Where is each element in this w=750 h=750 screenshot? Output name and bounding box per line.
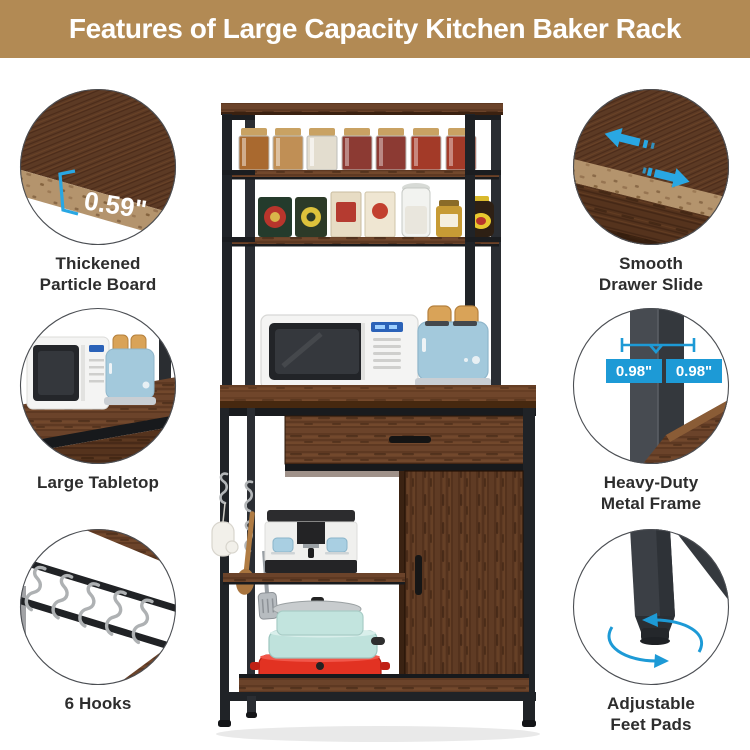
hutch-shelf-3	[225, 237, 499, 247]
s-hook	[24, 565, 47, 612]
jar	[238, 128, 270, 171]
s-hook	[78, 582, 101, 628]
frame-post-face	[630, 308, 658, 464]
feet-pad-photo	[572, 528, 730, 686]
honey-jar	[436, 200, 462, 237]
hooks-photo	[19, 528, 177, 686]
bottom-shelf	[220, 674, 536, 701]
header-banner: Features of Large Capacity Kitchen Baker…	[0, 0, 750, 58]
s-hook	[105, 590, 127, 636]
spice-jars-row	[238, 128, 477, 171]
width-value-left: 0.98"	[616, 363, 652, 380]
callout-label: Adjustable Feet Pads	[607, 694, 695, 734]
microwave	[260, 314, 419, 392]
toaster-dial	[472, 356, 480, 364]
hutch-top-board	[221, 103, 503, 115]
microwave-mini	[26, 336, 110, 410]
width-measure-line-icon	[620, 338, 696, 354]
callout-label: Large Tabletop	[37, 473, 159, 492]
frame-rail	[20, 415, 176, 454]
hook-rails	[20, 551, 176, 659]
toaster	[415, 305, 491, 391]
tin	[258, 197, 292, 237]
toaster-lever	[422, 338, 426, 352]
hutch-frame-back-posts	[245, 115, 501, 388]
toaster-mini	[104, 334, 156, 405]
canister	[364, 191, 396, 238]
door-handle	[415, 555, 422, 595]
leg-side-face	[656, 529, 675, 616]
width-badge-left: 0.98"	[606, 359, 662, 383]
particle-board-photo: 0.59"	[19, 88, 177, 246]
foot-pad	[522, 720, 536, 727]
callout-label: 6 Hooks	[64, 694, 132, 713]
dimension-bracket-icon	[58, 169, 79, 216]
baker-rack-product-image	[211, 103, 540, 742]
callout-thickened-particle-board: 0.59" Thickened Particle Board	[18, 88, 178, 295]
jar	[272, 128, 304, 171]
frame-post	[20, 586, 26, 656]
microwave-display	[371, 322, 403, 332]
middle-shelf	[223, 573, 405, 585]
tabletop-photo	[19, 307, 177, 465]
cabinet-door	[404, 470, 524, 694]
jar	[375, 128, 407, 171]
s-hook	[219, 472, 229, 505]
s-hook	[131, 598, 154, 645]
legs-and-feet	[218, 696, 536, 727]
jar	[410, 128, 442, 171]
drawer-slide-photo	[572, 88, 730, 246]
callout-adjustable-feet-pads: Adjustable Feet Pads	[571, 528, 731, 735]
tin	[295, 197, 327, 237]
coffee-cup	[271, 537, 295, 555]
foot-pad	[246, 712, 257, 718]
microwave-buttons	[373, 338, 401, 369]
coffee-machine	[264, 510, 358, 573]
drawer	[284, 415, 532, 471]
hutch-shelf-2	[225, 170, 499, 180]
drawer-edge	[573, 89, 729, 245]
jar	[306, 128, 338, 171]
rotate-arrows-icon	[607, 613, 703, 668]
callout-heavy-duty-metal-frame: 0.98" 0.98" Heavy-Duty Metal Frame	[571, 307, 731, 514]
callout-label: Thickened Particle Board	[39, 254, 157, 294]
shelf-wood-edge	[666, 399, 729, 442]
canister	[330, 191, 362, 238]
width-badge-right: 0.98"	[666, 359, 722, 383]
callout-large-tabletop: Large Tabletop	[18, 307, 178, 493]
jar	[341, 128, 373, 171]
coffee-cup	[325, 537, 349, 555]
callout-label: Heavy-Duty Metal Frame	[600, 473, 702, 513]
callout-label: Smooth Drawer Slide	[598, 254, 704, 294]
hutch-frame-front-posts	[222, 114, 501, 388]
callout-six-hooks: 6 Hooks	[18, 528, 178, 714]
drawer-handle	[389, 436, 431, 443]
tabletop	[220, 385, 536, 416]
metal-frame-photo: 0.98" 0.98"	[572, 307, 730, 465]
floor-shadow	[216, 726, 540, 742]
s-hook	[51, 573, 74, 620]
pantry-items-row	[258, 183, 494, 238]
page-title: Features of Large Capacity Kitchen Baker…	[68, 13, 682, 44]
slide-left-arrow-icon	[604, 127, 655, 150]
glass-jar	[401, 183, 431, 238]
slide-right-arrow-icon	[642, 167, 690, 188]
s-hook	[244, 480, 254, 513]
teal-pot-with-lid	[272, 597, 364, 636]
callout-smooth-drawer-slide: Smooth Drawer Slide	[571, 88, 731, 295]
foot-pad	[218, 720, 231, 727]
width-value-right: 0.98"	[676, 363, 712, 380]
